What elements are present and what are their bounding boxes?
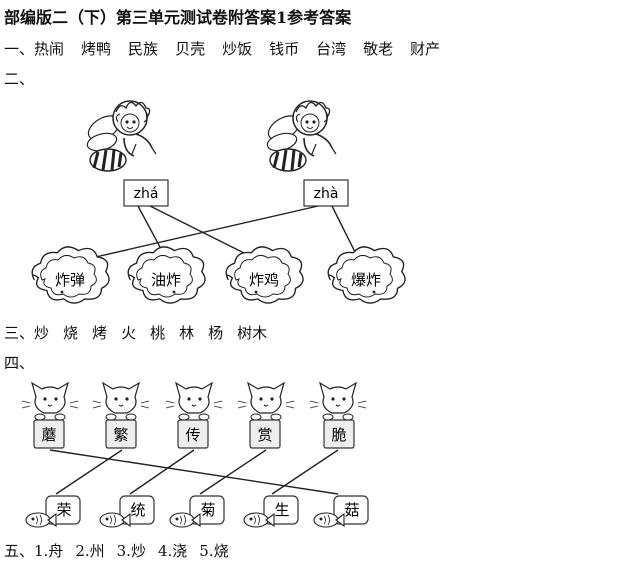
word: 民族 xyxy=(128,40,159,58)
answer-item: 4.浇 xyxy=(157,542,188,560)
word: 树木 xyxy=(237,324,268,342)
section-3: 三、炒烧烤火桃林杨树木 xyxy=(4,322,281,343)
word: 财产 xyxy=(410,40,441,58)
emphasis-dots xyxy=(60,290,376,294)
pinyin-label: zhá xyxy=(134,186,159,202)
bottom-character: 荣 xyxy=(56,501,71,519)
flower-word: 爆炸 xyxy=(351,271,381,289)
section-5: 五、1.舟 2.州 3.炒 4.浇 5.烧 xyxy=(4,540,241,561)
top-character: 赏 xyxy=(257,426,272,444)
word: 杨 xyxy=(208,324,224,342)
flower-word: 炸弹 xyxy=(55,271,85,289)
word: 敬老 xyxy=(363,40,394,58)
section-2-matching-figure: zhá zhà 炸弹 油炸 炸鸡 爆炸 xyxy=(31,99,406,304)
section-5-prefix: 五、 xyxy=(4,542,35,560)
top-character: 繁 xyxy=(113,426,128,444)
word: 贝壳 xyxy=(175,40,206,58)
section-1-prefix: 一、 xyxy=(4,40,35,58)
page-title: 部编版二（下）第三单元测试卷附答案1参考答案 xyxy=(4,8,352,27)
pinyin-label: zhà xyxy=(314,186,339,202)
matching-lines xyxy=(73,205,361,263)
section-3-prefix: 三、 xyxy=(4,324,35,342)
answer-item: 2.州 xyxy=(75,542,105,560)
section-1: 一、热闹烤鸭民族贝壳炒饭钱币台湾敬老财产 xyxy=(4,38,457,59)
bottom-character: 菇 xyxy=(344,501,359,519)
section-4-prefix: 四、 xyxy=(4,354,35,372)
word: 烧 xyxy=(63,324,79,342)
word: 炒 xyxy=(34,324,50,342)
matching-lines xyxy=(49,449,339,495)
answer-item: 1.舟 xyxy=(34,542,64,560)
flower-word: 炸鸡 xyxy=(249,271,279,289)
top-character-boxes xyxy=(33,419,355,449)
pinyin-card xyxy=(303,179,349,207)
answer-item: 5.烧 xyxy=(199,542,229,560)
section-2-prefix: 二、 xyxy=(4,70,35,88)
answer-item: 3.炒 xyxy=(116,542,146,560)
bottom-character: 菊 xyxy=(200,501,215,519)
pinyin-card xyxy=(123,179,169,207)
word: 烤鸭 xyxy=(81,40,112,58)
top-character: 蘑 xyxy=(41,426,56,444)
top-character: 传 xyxy=(185,426,200,444)
top-character: 脆 xyxy=(331,426,346,444)
section-4-matching-figure: 蘑 繁 传 赏 脆 荣 统 菊 生 菇 xyxy=(21,382,369,528)
word: 烤 xyxy=(92,324,108,342)
word: 热闹 xyxy=(34,40,65,58)
word: 林 xyxy=(179,324,195,342)
bee-illustration xyxy=(262,99,338,173)
bee-illustration xyxy=(82,99,158,173)
word: 火 xyxy=(121,324,137,342)
word: 炒饭 xyxy=(222,40,253,58)
bottom-character: 生 xyxy=(274,501,289,519)
bottom-character: 统 xyxy=(130,501,145,519)
word: 桃 xyxy=(150,324,166,342)
word: 钱币 xyxy=(269,40,300,58)
flower-word: 油炸 xyxy=(151,271,181,289)
word: 台湾 xyxy=(316,40,347,58)
